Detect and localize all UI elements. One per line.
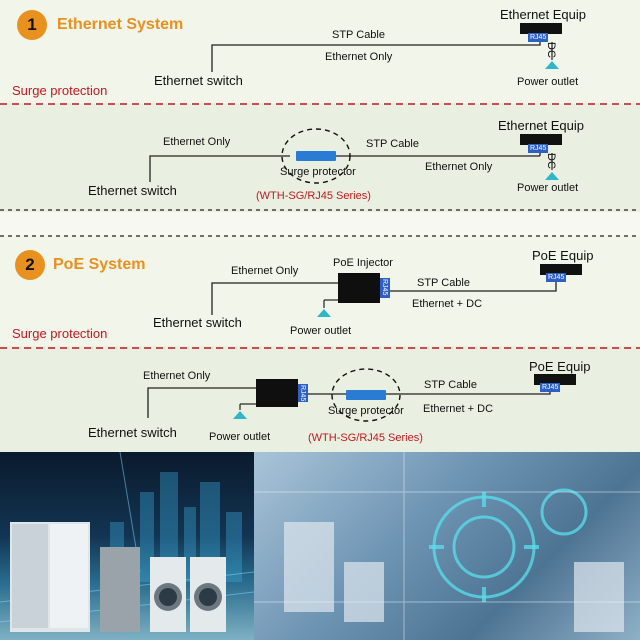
ethernet-equip-label: Ethernet Equip — [498, 118, 585, 133]
poe-equip-label: PoE Equip — [532, 248, 594, 263]
rj45-port-injector — [298, 384, 308, 402]
ethernet-switch-label: Ethernet switch — [154, 73, 243, 88]
poe-equip-label: PoE Equip — [529, 359, 591, 374]
dc-label: DC — [545, 42, 557, 58]
surge-protector-label: Surge protector — [280, 166, 356, 178]
power-outlet-label: Power outlet — [290, 325, 352, 337]
section-divider-gap — [0, 212, 640, 236]
ethernet-only-label: Ethernet Only — [425, 161, 493, 173]
rj45-label: RJ45 — [381, 279, 388, 296]
poe-injector-box — [256, 379, 298, 407]
surge-protection-label: Surge protection — [12, 326, 108, 341]
rj45-port — [540, 383, 560, 392]
surge-protector-highlight — [281, 128, 351, 184]
ethernet-dc-label: Ethernet + DC — [412, 298, 483, 310]
section-title: Ethernet System — [57, 16, 184, 33]
section-number-badge: 1 — [17, 10, 47, 40]
ethernet-only-label: Ethernet Only — [231, 265, 299, 277]
surge-series-label: (WTH-SG/RJ45 Series) — [308, 432, 423, 444]
stp-cable-label: STP Cable — [366, 138, 419, 150]
industrial-technology-illustration — [254, 452, 640, 640]
surge-protector-label: Surge protector — [328, 405, 404, 417]
ethernet-switch-label: Ethernet switch — [88, 425, 177, 440]
poe-equip-box — [534, 374, 576, 385]
rj45-port — [546, 273, 566, 282]
rj45-label: RJ45 — [530, 34, 547, 41]
power-outlet-label: Power outlet — [517, 76, 579, 88]
dc-label: DC — [545, 153, 557, 169]
ethernet-only-label: Ethernet Only — [163, 136, 231, 148]
ethernet-equip-box — [520, 23, 562, 34]
ethernet-only-label: Ethernet Only — [325, 51, 393, 63]
stp-cable-label: STP Cable — [332, 29, 385, 41]
smart-home-illustration — [0, 452, 254, 640]
surge-protector-icon — [296, 151, 336, 161]
power-outlet-icon — [317, 309, 331, 317]
ethernet-equip-label: Ethernet Equip — [500, 7, 587, 22]
rj45-label: RJ45 — [299, 385, 306, 402]
rj45-port-injector — [380, 278, 390, 298]
ethernet-switch-label: Ethernet switch — [88, 183, 177, 198]
rj45-port — [528, 33, 548, 42]
ethernet-only-label: Ethernet Only — [143, 370, 211, 382]
ethernet-cable-line — [211, 282, 338, 315]
poe-injector-box — [338, 273, 380, 303]
rj45-label: RJ45 — [530, 145, 547, 152]
power-outlet-label: Power outlet — [209, 431, 271, 443]
section1-row1-background — [0, 0, 640, 104]
power-outlet-icon — [545, 172, 559, 180]
section-number-badge: 2 — [15, 250, 45, 280]
ethernet-equip-box — [520, 134, 562, 145]
ethernet-switch-label: Ethernet switch — [153, 315, 242, 330]
rj45-port — [528, 144, 548, 153]
ethernet-cable-line — [147, 387, 256, 418]
surge-protection-label: Surge protection — [12, 83, 108, 98]
surge-protector-icon — [346, 390, 386, 400]
power-outlet-icon — [545, 61, 559, 69]
section-title: PoE System — [53, 256, 146, 273]
ethernet-dc-label: Ethernet + DC — [423, 403, 494, 415]
ethernet-cable-line — [149, 155, 290, 182]
rj45-label: RJ45 — [548, 274, 565, 281]
rj45-label: RJ45 — [542, 384, 559, 391]
poe-equip-box — [540, 264, 582, 275]
surge-protector-highlight — [331, 368, 401, 422]
poe-injector-label: PoE Injector — [333, 257, 393, 269]
power-outlet-label: Power outlet — [517, 182, 579, 194]
section2-row2-background — [0, 346, 640, 452]
stp-cable-line — [390, 278, 557, 292]
stp-cable-label: STP Cable — [424, 379, 477, 391]
power-outlet-icon — [233, 411, 247, 419]
stp-cable-label: STP Cable — [417, 277, 470, 289]
surge-series-label: (WTH-SG/RJ45 Series) — [256, 190, 371, 202]
